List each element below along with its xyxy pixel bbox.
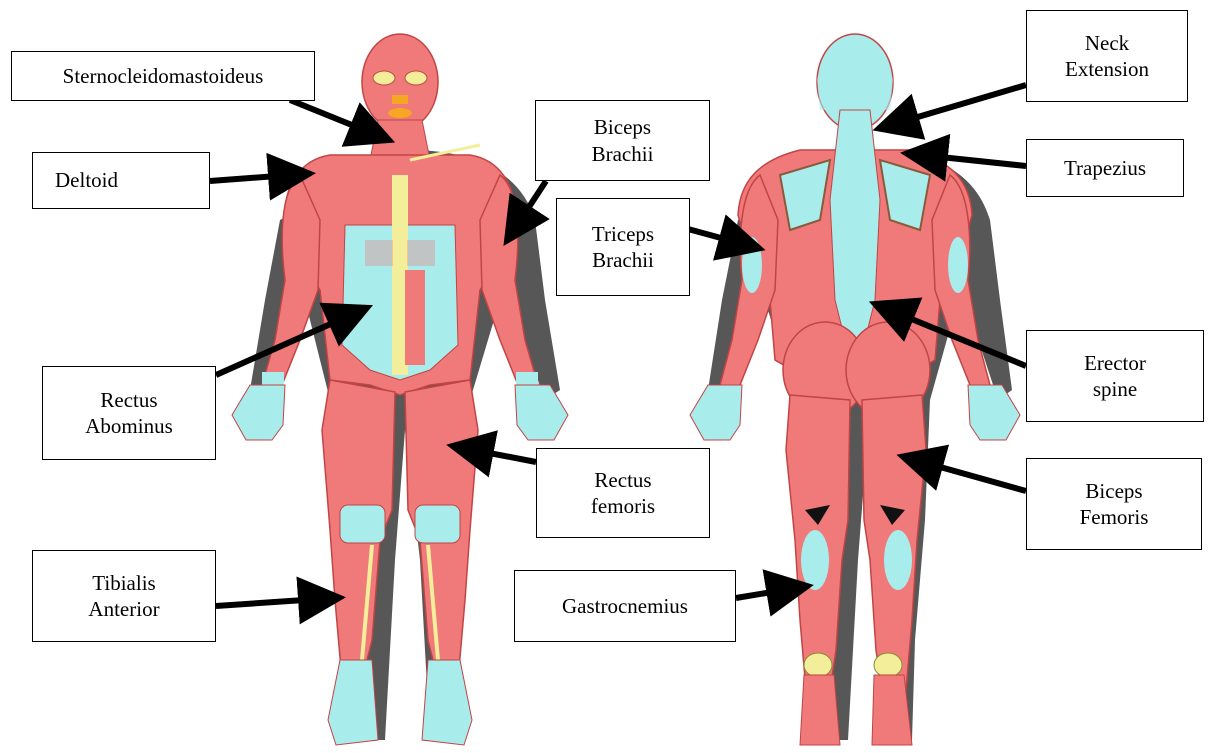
label-line: Biceps xyxy=(592,114,654,140)
label-line: Erector xyxy=(1084,350,1146,376)
label-line: Neck xyxy=(1065,30,1149,56)
label-line: Trapezius xyxy=(1064,155,1146,181)
arrow-gastrocnemius xyxy=(736,587,802,598)
posterior-left-hand xyxy=(690,385,742,440)
arrow-neck-extension xyxy=(884,85,1026,127)
label-line: Anterior xyxy=(88,596,159,622)
anterior-left-hand xyxy=(232,385,285,440)
posterior-left-foot xyxy=(800,675,840,745)
label-line: Brachii xyxy=(592,247,654,273)
label-line: Deltoid xyxy=(55,167,118,193)
label-gastrocnemius: Gastrocnemius xyxy=(514,570,736,642)
label-line: Extension xyxy=(1065,56,1149,82)
label-line: Sternocleidomastoideus xyxy=(63,63,264,89)
label-line: Tibialis xyxy=(88,570,159,596)
label-line: Rectus xyxy=(591,467,655,493)
anterior-right-foot xyxy=(422,660,472,745)
label-sternocleidomastoideus: Sternocleidomastoideus xyxy=(11,51,315,101)
label-line: femoris xyxy=(591,493,655,519)
anterior-left-foot xyxy=(328,660,378,745)
label-line: Rectus xyxy=(85,387,173,413)
label-deltoid: Deltoid xyxy=(32,152,210,209)
label-line: Triceps xyxy=(592,221,654,247)
label-line: Femoris xyxy=(1080,504,1149,530)
posterior-right-hand xyxy=(968,385,1020,440)
label-line: spine xyxy=(1084,376,1146,402)
posterior-view-body xyxy=(690,34,1020,745)
label-trapezius: Trapezius xyxy=(1026,139,1184,197)
arrow-tibialis-anterior xyxy=(216,598,334,606)
anterior-neck xyxy=(370,120,430,160)
label-line: Brachii xyxy=(592,141,654,167)
arrow-deltoid xyxy=(210,174,304,181)
label-line: Gastrocnemius xyxy=(562,593,688,619)
label-line: Biceps xyxy=(1080,478,1149,504)
label-line: Abominus xyxy=(85,413,173,439)
anterior-right-hand xyxy=(515,385,568,440)
